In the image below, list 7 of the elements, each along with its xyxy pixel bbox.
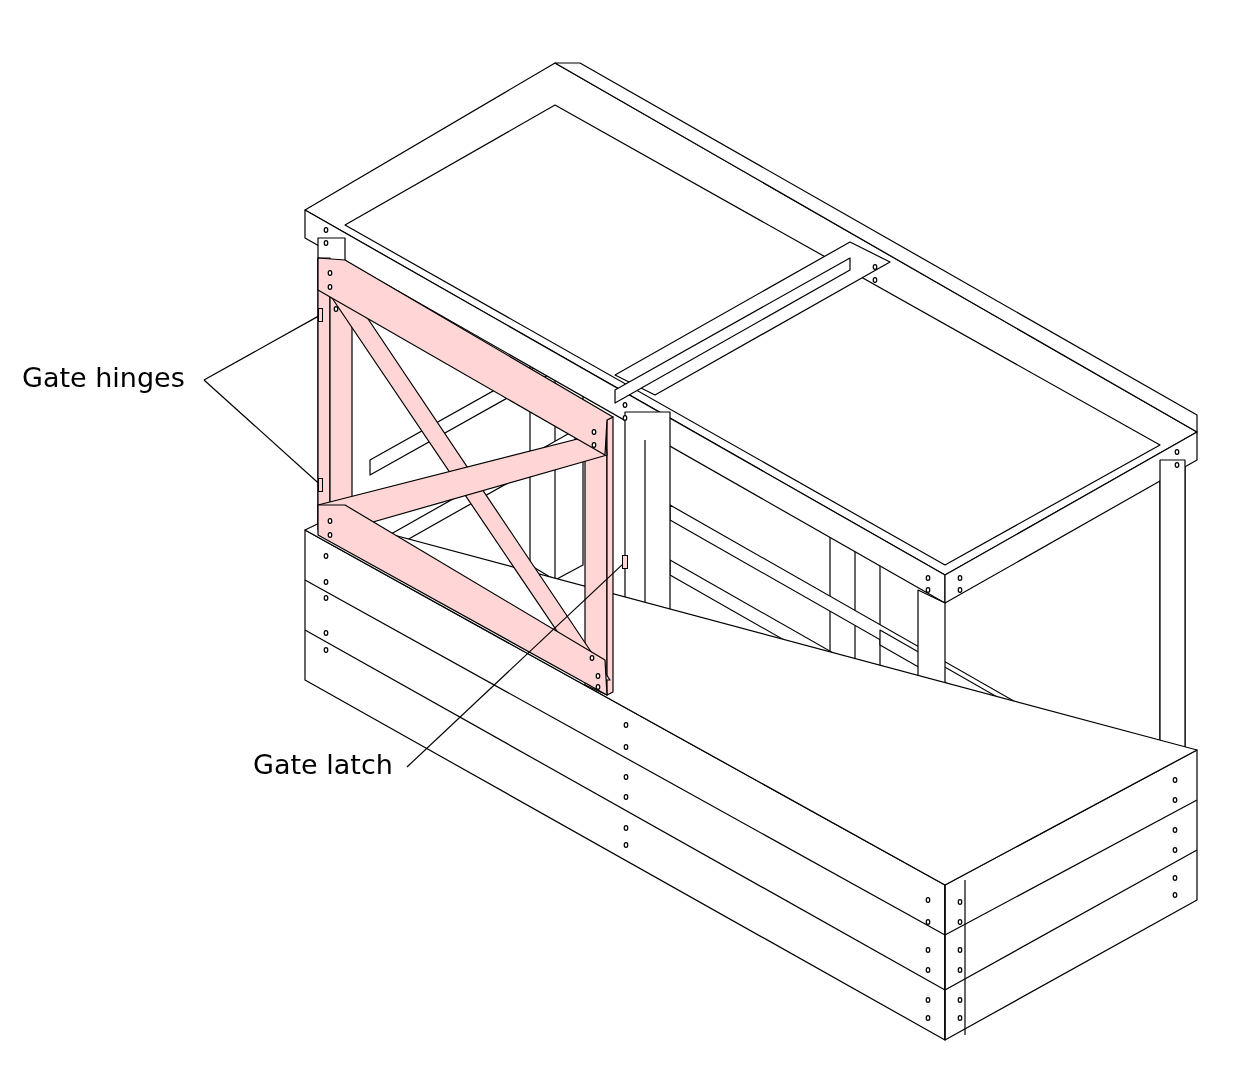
hardware-part bbox=[318, 308, 323, 322]
leader-line bbox=[406, 564, 623, 768]
hardware-part bbox=[622, 555, 628, 569]
hardware-part bbox=[318, 478, 323, 492]
part-label: Gate hinges bbox=[22, 362, 185, 393]
leader-line bbox=[203, 315, 319, 381]
part-label: Gate latch bbox=[253, 749, 393, 780]
